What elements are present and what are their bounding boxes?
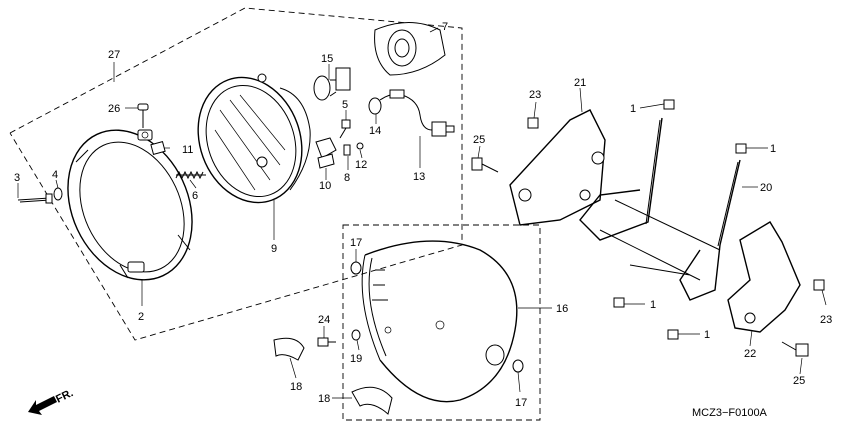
headlight-mount-frame (579, 117, 741, 301)
headlight-unit (197, 73, 311, 204)
callout-27: 27 (108, 49, 120, 61)
callout-24: 24 (318, 314, 330, 326)
callout-19: 19 (350, 353, 362, 365)
callout-6: 6 (192, 190, 198, 202)
callout-23: 23 (529, 89, 541, 101)
callout-25: 25 (793, 375, 805, 387)
stay-bolt-right (813, 279, 825, 291)
headlight-rim (67, 129, 193, 281)
callout-8: 8 (344, 172, 350, 184)
mount-bolt-1d (667, 329, 679, 340)
cable-clamp-upper (273, 337, 305, 361)
callout-15: 15 (321, 53, 333, 65)
case-collar (351, 329, 361, 341)
headlight-case (361, 240, 518, 403)
callout-1: 1 (770, 143, 776, 155)
reflector-bracket (727, 221, 801, 333)
mount-bolt-1a (663, 99, 675, 110)
callout-23: 23 (820, 314, 832, 326)
bulb-socket-bracket (315, 137, 337, 169)
small-screw (339, 119, 351, 139)
mount-bolt-1b (735, 143, 747, 154)
callout-20: 20 (760, 182, 772, 194)
hex-nut (150, 141, 166, 155)
dust-cover (374, 22, 446, 76)
callout-1: 1 (650, 299, 656, 311)
callout-22: 22 (744, 348, 756, 360)
callout-17: 17 (350, 237, 362, 249)
callout-2: 2 (138, 311, 144, 323)
callout-7: 7 (442, 21, 448, 33)
callout-26: 26 (108, 103, 120, 115)
callout-13: 13 (413, 171, 425, 183)
callout-18: 18 (318, 393, 330, 405)
position-bulb (368, 97, 382, 115)
headlight-stay-upper (509, 109, 606, 226)
stay-bolt-top (527, 117, 539, 129)
callout-18: 18 (290, 381, 302, 393)
headlight-group-boundary (9, 7, 463, 341)
callout-21: 21 (574, 77, 586, 89)
callout-11: 11 (182, 144, 193, 156)
rim-washer (53, 187, 63, 201)
position-harness (379, 89, 455, 137)
adjust-spring (175, 170, 206, 180)
callout-14: 14 (369, 125, 381, 137)
callout-4: 4 (52, 169, 58, 181)
callout-3: 3 (14, 172, 20, 184)
cable-clamp-lower (351, 386, 393, 415)
callout-1: 1 (630, 103, 636, 115)
rim-screw (17, 193, 53, 204)
long-bolt-left (471, 157, 499, 173)
direction-label: FR. (54, 387, 75, 406)
callout-16: 16 (556, 303, 568, 315)
callout-10: 10 (319, 180, 331, 192)
callout-5: 5 (342, 99, 348, 111)
diagram-code: MCZ3−F0100A (692, 407, 768, 419)
case-bolt (317, 337, 336, 347)
callout-17: 17 (515, 397, 527, 409)
mount-bolt-1c (613, 297, 625, 308)
leader-lines (17, 27, 827, 399)
grommet (356, 142, 364, 150)
callout-1: 1 (704, 329, 710, 341)
case-grommet-top (350, 261, 362, 275)
case-group-boundary (342, 224, 541, 421)
callout-12: 12 (355, 159, 367, 171)
callout-25: 25 (473, 134, 485, 146)
bulb-clip (343, 144, 351, 156)
callouts: 27 26 4 3 11 6 9 2 15 5 8 10 12 14 13 7 … (14, 21, 832, 409)
callout-9: 9 (271, 243, 277, 255)
headlight-bulb (313, 67, 351, 101)
adjust-screw (137, 103, 149, 128)
long-bolt-right (781, 341, 809, 357)
case-grommet-bottom (512, 359, 524, 373)
front-direction-arrow-icon (28, 396, 57, 415)
